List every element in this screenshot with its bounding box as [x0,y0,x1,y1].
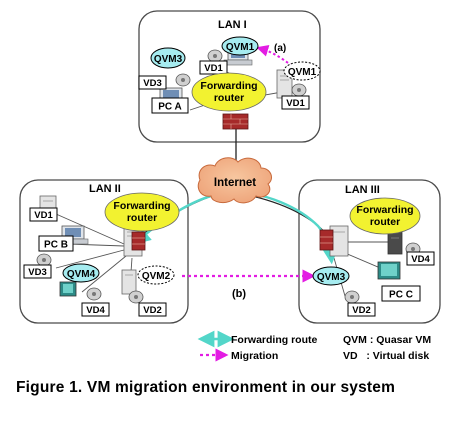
lan-ii-title: LAN II [89,183,121,195]
lan-i-qvm1-ellipse [221,36,259,56]
lan-iii-pc-c-label: PC C [389,290,413,301]
lan-i-firewall [222,113,249,130]
migration-b-label: (b) [232,288,246,300]
lan-i-router-line1: Forwarding [200,80,257,92]
lan-ii-bottom-server-icon [121,269,137,295]
lan-iii-firewall [319,229,334,251]
lan-iii-vd4-box [406,251,435,266]
lan-ii-vd1-label: VD1 [34,210,53,221]
lan-ii-vd4-disk-icon [86,287,102,301]
internet-label: Internet [214,177,256,189]
lan-iii-vd4-label: VD4 [411,254,430,265]
lan-i-title: LAN I [218,19,247,31]
lan-ii-vd4-label: VD4 [86,305,105,316]
lan-ii-qvm4-ellipse [62,263,100,283]
lan-i-vd1-right-disk-icon [291,83,307,97]
lan-i-forwarding-router [191,72,267,112]
lan-ii-vd2-label: VD2 [143,305,161,316]
internet-cloud: Internet [197,157,272,204]
lan-ii-vd4-box [81,302,110,317]
legend-migration-label: Migration [231,350,278,362]
lan-iii-forwarding-router [349,197,421,235]
lan-i-qvm1-dashed-label: QVM1 [288,67,317,78]
lan-ii-vd2-disk-icon [128,290,144,304]
lan-i-qvm1-dashed-ellipse [283,61,321,81]
lan-iii-router-line2: router [370,216,400,228]
lan-i-pc-a-box [151,97,189,114]
lan-iii-router-server-icon [329,225,349,257]
lan-i-router-line2: router [214,92,244,104]
lan-ii-router-line1: Forwarding [113,200,170,212]
lan-iii-vd2-label: VD2 [352,305,370,316]
lan-i-pc-a-label: PC A [158,102,182,113]
lan-ii-vd2-box [138,302,167,317]
legend-forwarding-route-label: Forwarding route [231,334,317,346]
lan-iii-vd2-box [347,302,376,317]
legend: Forwarding route Migration QVM : Quasar … [197,330,431,362]
lan-iii-pc-c-box [381,285,421,302]
lan-i-vd3-box [138,75,167,90]
migration-arrow-a [256,44,293,67]
lan-iii-qvm3-ellipse [312,266,350,286]
lan-ii-firewall [131,231,146,251]
lan-ii-qvm2-label: QVM2 [142,271,171,282]
lan-ii-monitor-icon [59,281,77,297]
lan-i-vd1-top-box [199,60,228,75]
lan-ii-pc-b-box [38,235,74,252]
lan-i-vd1-right-label: VD1 [286,98,305,109]
lan-ii-vd3-box [23,264,52,279]
link-internet-lan3 [251,195,329,239]
lan-ii-qvm4-label: QVM4 [67,269,96,280]
lan-i-qvm3-ellipse [150,47,186,69]
lan-iii-pc-c-computer-icon [377,261,401,280]
lan-i-vd3-disk-icon [175,73,191,87]
legend-qvm-label: QVM : Quasar VM [343,334,431,346]
lan-ii-forwarding-router [104,192,180,232]
lan-ii-vd3-disk-icon [36,253,52,267]
lan-iii-server-icon [387,231,403,255]
lan-iii-title: LAN III [345,184,380,196]
lan-ii-router-line2: router [127,212,157,224]
lan-iii-vd2-disk-icon [344,290,360,304]
lan-i-vd1-top-label: VD1 [204,63,223,74]
legend-vd-label: VD : Virtual disk [343,350,429,362]
lan-i-qvm3-label: QVM3 [154,54,183,65]
lan-ii-qvm2-dashed-ellipse [137,265,175,285]
lan-i-vd3-label: VD3 [143,78,161,89]
lan-ii-vd3-label: VD3 [28,267,46,278]
lan-ii-pc-b-label: PC B [44,240,68,251]
lan-i-vd1-top-disk-icon [207,49,223,63]
lan-i-vd1-right-box [281,95,310,110]
figure-caption: Figure 1. VM migration environment in ou… [16,379,396,396]
lan-ii-vd1-box [29,207,58,222]
lan-iii-router-line1: Forwarding [356,204,413,216]
lan-iii-qvm3-label: QVM3 [317,272,346,283]
lan-i-qvm1-label: QVM1 [226,42,255,53]
migration-a-label: (a) [274,43,286,54]
